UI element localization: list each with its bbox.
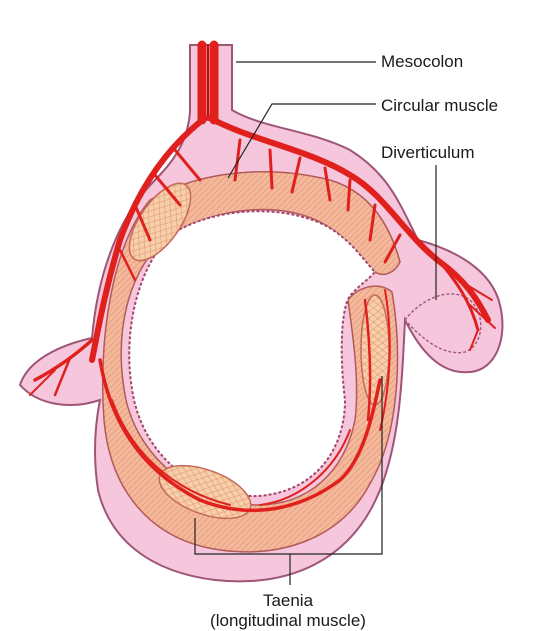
- label-diverticulum: Diverticulum: [381, 143, 475, 163]
- label-taenia-title: Taenia: [168, 591, 408, 611]
- label-taenia-subtitle: (longitudinal muscle): [168, 611, 408, 631]
- label-mesocolon: Mesocolon: [381, 52, 463, 72]
- label-taenia: Taenia (longitudinal muscle): [168, 591, 408, 631]
- label-circular-muscle: Circular muscle: [381, 96, 498, 116]
